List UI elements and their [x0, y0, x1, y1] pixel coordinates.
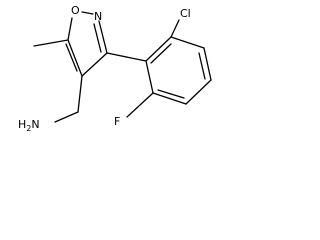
amine-subscript: 2 — [26, 124, 31, 133]
bond-ph5-ph6 — [152, 92, 187, 105]
bond-ph2-ph3 — [170, 36, 205, 49]
methyl-bond — [33, 39, 69, 47]
bond-n-c3-double — [93, 23, 102, 53]
bond-ph3-ph4-double — [198, 52, 206, 80]
ch2-bond — [77, 75, 83, 113]
bond-ph6-ph1 — [145, 60, 154, 94]
bond-o-n — [81, 11, 94, 15]
chlorine-bond — [170, 19, 180, 38]
isoxazole-ring — [65, 11, 108, 77]
nitrogen-label: N — [94, 10, 102, 23]
bond-ph1-ph2-double — [150, 43, 172, 64]
amine-label: H2N — [18, 118, 40, 133]
bond-ph5-ph6-double — [157, 89, 185, 99]
bond-c4-c5-double — [65, 43, 78, 72]
bond-ph1-ph2 — [145, 36, 172, 62]
ch2-n-bond — [54, 111, 79, 123]
bond-c4-c5 — [67, 39, 83, 77]
chlorine-label: Cl — [180, 7, 191, 20]
molecule-structure: O N Cl F H2N — [18, 4, 212, 133]
bond-ph4-ph5 — [185, 79, 212, 105]
fluorine-bond — [126, 92, 154, 118]
fluorine-label: F — [114, 115, 120, 128]
amine-n: N — [31, 118, 39, 131]
bond-c3-phenyl — [106, 52, 147, 62]
bond-ph3-ph4 — [203, 47, 212, 81]
bond-n-c3 — [98, 20, 108, 54]
phenyl-ring — [106, 36, 212, 105]
oxygen-label: O — [71, 4, 80, 17]
amine-h: H — [18, 118, 26, 131]
bond-c5-o — [67, 17, 73, 41]
bond-c3-c4 — [81, 52, 108, 77]
